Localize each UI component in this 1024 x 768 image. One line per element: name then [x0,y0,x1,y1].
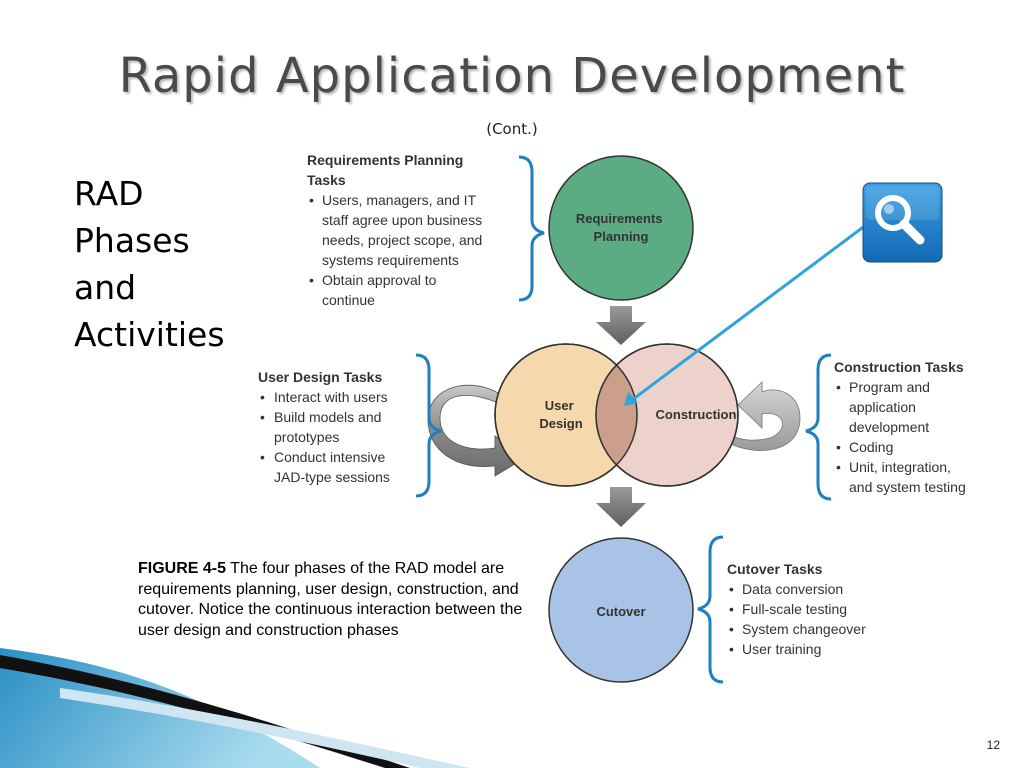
left-heading-line: RAD [74,174,144,213]
construction-loop-arrow [732,381,801,451]
task-item: Build models and prototypes [274,409,385,445]
requirements-planning-circle [548,155,694,301]
left-heading: RAD Phases and Activities [74,170,225,358]
page-number: 12 [986,738,1000,752]
cutover-circle [548,537,694,683]
figure-caption: FIGURE 4-5 The four phases of the RAD mo… [138,559,538,641]
construction-tasks: Construction Tasks • Program and applica… [834,359,966,495]
task-item: Users, managers, and IT staff agree upon… [322,192,486,268]
task-item: Unit, integration, and system testing [849,459,966,495]
pointer-arrowhead [624,392,638,406]
user-design-tasks-heading: User Design Tasks [258,369,382,385]
bullet: • [260,449,265,465]
user-design-loop-arrow [427,384,529,477]
bullet: • [836,459,841,475]
task-item: Conduct intensive JAD-type sessions [274,449,390,485]
down-arrow-icon [596,487,646,527]
task-item: Coding [849,439,893,455]
bullet: • [836,379,841,395]
task-item: Full-scale testing [742,601,847,617]
requirements-tasks: Requirements Planning Tasks • Users, man… [307,152,486,308]
down-arrow-icon [596,306,646,345]
user-design-label: User Design [539,398,582,431]
bullet: • [309,192,314,208]
user-design-tasks: User Design Tasks • Interact with users … [258,369,390,485]
task-item: User training [742,641,821,657]
task-item: Program and application development [849,379,934,435]
bullet: • [836,439,841,455]
magnifier-icon [875,195,925,245]
bullet: • [309,272,314,288]
slide-title: Rapid Application Development [118,48,906,104]
requirements-tasks-heading: Requirements Planning Tasks [307,152,467,188]
left-heading-line: and [74,268,137,307]
construction-outline [595,343,739,487]
pointer-line [631,223,867,402]
construction-tasks-heading: Construction Tasks [834,359,964,375]
requirements-bracket [518,155,545,302]
bullet: • [260,409,265,425]
bullet: • [729,621,734,637]
cutover-bracket [697,535,724,684]
task-item: Obtain approval to continue [322,272,440,308]
bullet: • [729,641,734,657]
bullet: • [729,601,734,617]
construction-bracket [805,353,832,501]
figure-caption-label: FIGURE 4-5 [138,560,227,577]
search-tile[interactable] [862,182,943,263]
cutover-tasks-heading: Cutover Tasks [727,561,823,577]
requirements-planning-label: Requirements Planning [576,211,666,244]
user-design-outline [494,343,638,487]
task-item: Data conversion [742,581,843,597]
left-heading-line: Activities [74,315,225,354]
construction-label: Construction [656,407,737,422]
task-item: System changeover [742,621,866,637]
left-heading-line: Phases [74,221,190,260]
cutover-label: Cutover [596,604,645,619]
figure-caption-text: The four phases of the RAD model are req… [138,560,523,639]
slide-subtitle: (Cont.) [486,120,538,138]
cutover-tasks: Cutover Tasks • Data conversion • Full-s… [727,561,866,657]
bullet: • [260,389,265,405]
user-design-bracket [415,353,442,498]
task-item: Interact with users [274,389,388,405]
bullet: • [729,581,734,597]
